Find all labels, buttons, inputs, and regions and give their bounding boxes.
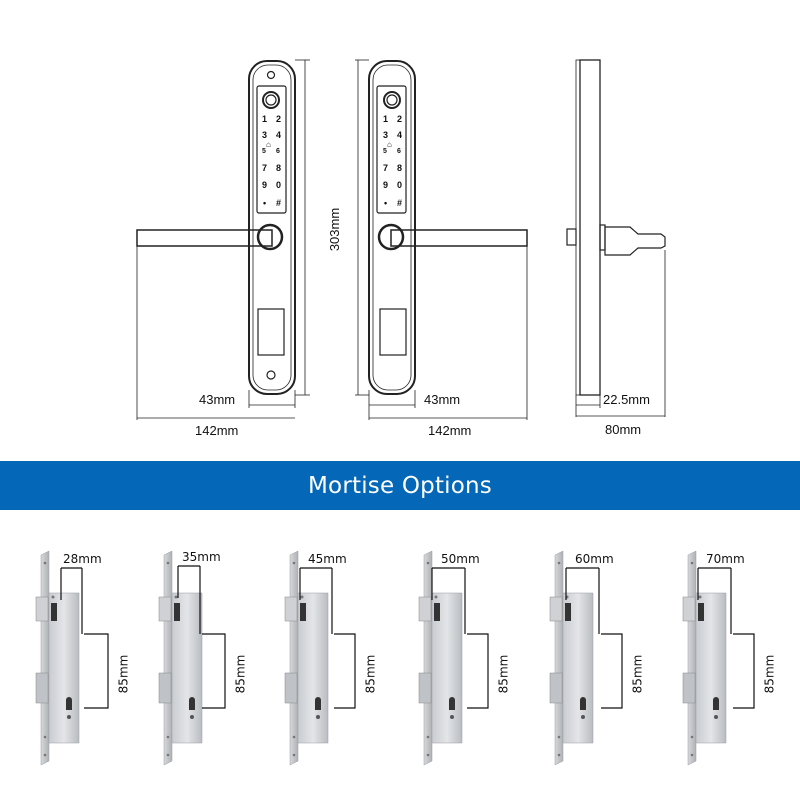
mortise-4-distance-label: 85mm bbox=[496, 654, 511, 694]
mortise-5 bbox=[549, 550, 594, 766]
svg-text:4: 4 bbox=[276, 130, 281, 140]
svg-text:7: 7 bbox=[383, 163, 388, 173]
mortise-1-backset-label: 28mm bbox=[63, 552, 102, 566]
front-view-right-lock bbox=[368, 60, 528, 395]
svg-text:9: 9 bbox=[383, 180, 388, 190]
side-view-lock bbox=[566, 59, 666, 396]
mortise-6-backset-label: 70mm bbox=[706, 552, 745, 566]
svg-text:1: 1 bbox=[383, 114, 388, 124]
height-label: 303mm bbox=[327, 207, 343, 252]
svg-text:8: 8 bbox=[276, 163, 281, 173]
banner-title: Mortise Options bbox=[308, 472, 492, 499]
svg-text:3: 3 bbox=[383, 130, 388, 140]
svg-text:#: # bbox=[397, 198, 402, 208]
front-view-left-lock bbox=[136, 60, 296, 395]
svg-text:•: • bbox=[263, 198, 266, 208]
mortise-options-banner: Mortise Options bbox=[0, 461, 800, 510]
svg-text:#: # bbox=[276, 198, 281, 208]
svg-text:8: 8 bbox=[397, 163, 402, 173]
side-thickness-label: 22.5mm bbox=[603, 392, 650, 407]
svg-text:2: 2 bbox=[276, 114, 281, 124]
mortise-3-distance-label: 85mm bbox=[363, 654, 378, 694]
left-faceplate-width-label: 43mm bbox=[199, 392, 236, 407]
mortise-4-backset-label: 50mm bbox=[441, 552, 480, 566]
svg-text:0: 0 bbox=[397, 180, 402, 190]
mortise-2-distance-label: 85mm bbox=[233, 654, 248, 694]
side-depth-label: 80mm bbox=[605, 422, 642, 437]
mortise-3 bbox=[284, 550, 329, 766]
mortise-4 bbox=[418, 550, 463, 766]
svg-text:⌂: ⌂ bbox=[266, 140, 271, 149]
mortise-6-distance-label: 85mm bbox=[762, 654, 777, 694]
svg-text:5: 5 bbox=[262, 148, 266, 155]
svg-text:5: 5 bbox=[383, 148, 387, 155]
mortise-1-distance-label: 85mm bbox=[116, 654, 131, 694]
mortise-3-backset-label: 45mm bbox=[308, 552, 347, 566]
left-total-width-label: 142mm bbox=[195, 423, 239, 438]
svg-text:2: 2 bbox=[397, 114, 402, 124]
svg-text:4: 4 bbox=[397, 130, 402, 140]
svg-text:•: • bbox=[384, 198, 387, 208]
right-total-width-label: 142mm bbox=[428, 423, 472, 438]
mortise-5-backset-label: 60mm bbox=[575, 552, 614, 566]
svg-text:0: 0 bbox=[276, 180, 281, 190]
svg-text:1: 1 bbox=[262, 114, 267, 124]
svg-text:7: 7 bbox=[262, 163, 267, 173]
mortise-1 bbox=[35, 550, 80, 766]
svg-text:6: 6 bbox=[276, 148, 280, 155]
svg-text:6: 6 bbox=[397, 148, 401, 155]
mortise-2-backset-label: 35mm bbox=[182, 550, 221, 564]
svg-text:⌂: ⌂ bbox=[387, 140, 392, 149]
mortise-6 bbox=[682, 550, 727, 766]
right-faceplate-width-label: 43mm bbox=[424, 392, 461, 407]
mortise-2 bbox=[158, 550, 203, 766]
svg-text:3: 3 bbox=[262, 130, 267, 140]
mortise-5-distance-label: 85mm bbox=[630, 654, 645, 694]
svg-text:9: 9 bbox=[262, 180, 267, 190]
